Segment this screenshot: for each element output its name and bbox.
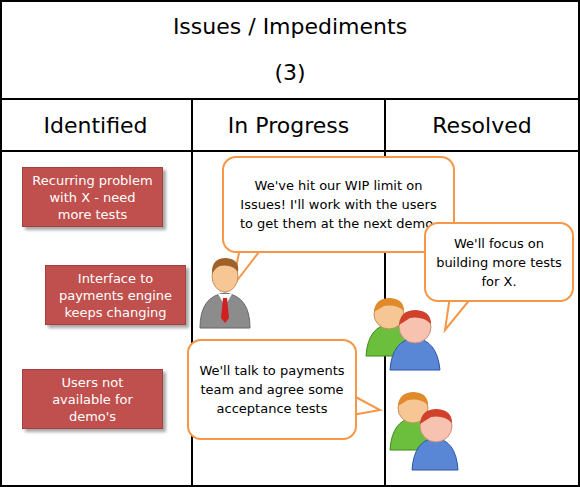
sticky-note: Recurring problem with X - need more tes… — [22, 167, 163, 227]
note-text: Users not available for demo's — [31, 374, 154, 425]
speech-text: We'll talk to payments team and agree so… — [197, 361, 347, 418]
title-area: Issues / Impediments (3) — [0, 0, 580, 98]
board-column: IdentifiedRecurring problem with X - nee… — [0, 98, 193, 487]
speech-bubble: We'll talk to payments team and agree so… — [187, 339, 357, 440]
speech-bubble: We'll focus on building more tests for X… — [424, 222, 574, 302]
note-text: Interface to payments engine keeps chang… — [54, 270, 177, 321]
wip-limit: (3) — [0, 60, 580, 85]
column-heading: Identified — [0, 100, 191, 152]
board-title: Issues / Impediments — [0, 14, 580, 39]
column-heading: Resolved — [386, 100, 578, 152]
note-text: Recurring problem with X - need more tes… — [31, 172, 154, 223]
sticky-note: Interface to payments engine keeps chang… — [45, 265, 186, 325]
speech-text: We'll focus on building more tests for X… — [434, 234, 564, 291]
speech-bubble: We've hit our WIP limit on Issues! I'll … — [222, 156, 455, 253]
column-heading: In Progress — [193, 100, 384, 152]
speech-text: We've hit our WIP limit on Issues! I'll … — [232, 176, 445, 233]
sticky-note: Users not available for demo's — [22, 369, 163, 429]
